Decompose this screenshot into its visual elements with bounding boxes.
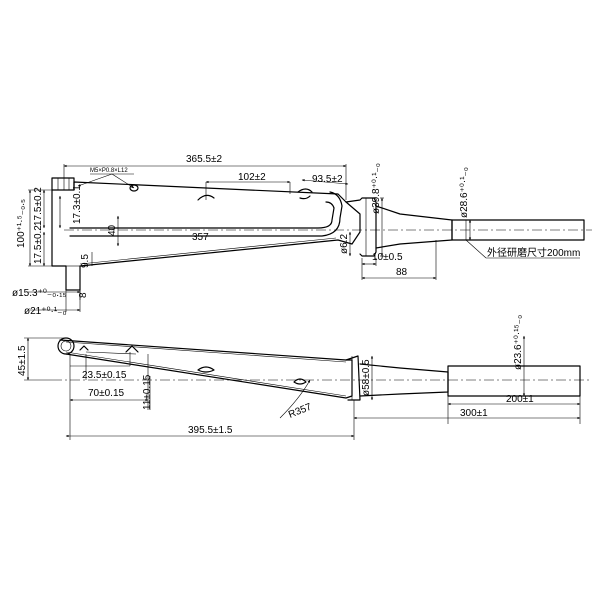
thread-spec: M5×P0.8×L12 [90, 168, 128, 174]
dim-300: 300±1 [460, 408, 488, 419]
dim-6-2: ø6.2 [339, 234, 350, 254]
fork-leg-outline [51, 181, 361, 291]
side-view: 45±1.5 23.5±0.15 70±0.15 11±0.15 ø23.6⁺⁰… [17, 315, 590, 440]
grind-note: 外径研磨尺寸200mm [487, 246, 580, 259]
dim-28-6: ø28.6⁺⁰·¹₋₀ [459, 167, 470, 218]
dim-395-5: 395.5±1.5 [188, 425, 233, 436]
dim-15-3: ø15.3⁺⁰₋₀.₁₅ [12, 288, 66, 299]
dim-17-3: 17.3±0.1 [72, 185, 83, 224]
side-steerer-tube [447, 365, 581, 397]
dim-45: 45±1.5 [17, 345, 28, 376]
dropout-outline [51, 177, 75, 191]
top-view: 365.5±2 M5×P0.8×L12 102±2 93.5±2 ø39.8⁺⁰… [12, 154, 592, 317]
side-crown [345, 355, 361, 401]
dim-58: ø58±0.5 [361, 359, 372, 396]
dim-23-6: ø23.6⁺⁰·¹⁵₋₀ [513, 315, 524, 370]
dim-93-5: 93.5±2 [312, 174, 343, 185]
dim-200: 200±1 [506, 394, 534, 405]
dim-365-5: 365.5±2 [186, 154, 223, 165]
dim-39-8: ø39.8⁺⁰·¹₋₀ [371, 163, 382, 214]
dim-70: 70±0.15 [88, 388, 125, 399]
dim-102: 102±2 [238, 172, 266, 183]
dim-23-5: 23.5±0.15 [82, 370, 127, 381]
dim-88: 88 [396, 267, 408, 278]
dim-10: 10±0.5 [372, 252, 403, 263]
dim-11: 11±0.15 [142, 374, 153, 410]
dim-40: 40 [107, 224, 118, 236]
dim-17-5-bottom: 17.5±0.2 [33, 225, 44, 264]
radius-357: R357 [287, 401, 314, 420]
steerer-outline [375, 205, 453, 249]
dim-357: 357 [192, 232, 209, 243]
dim-21: ø21⁺⁰·¹₋₀ [24, 306, 67, 317]
dim-9-5: 9.5 [80, 254, 91, 268]
dim-17-5-top: 17.5±0.2 [33, 187, 44, 226]
inner-slot [69, 201, 335, 229]
dim-8: 8 [78, 292, 89, 298]
dim-100: 100⁺¹·⁵₋₀.₅ [16, 199, 27, 248]
